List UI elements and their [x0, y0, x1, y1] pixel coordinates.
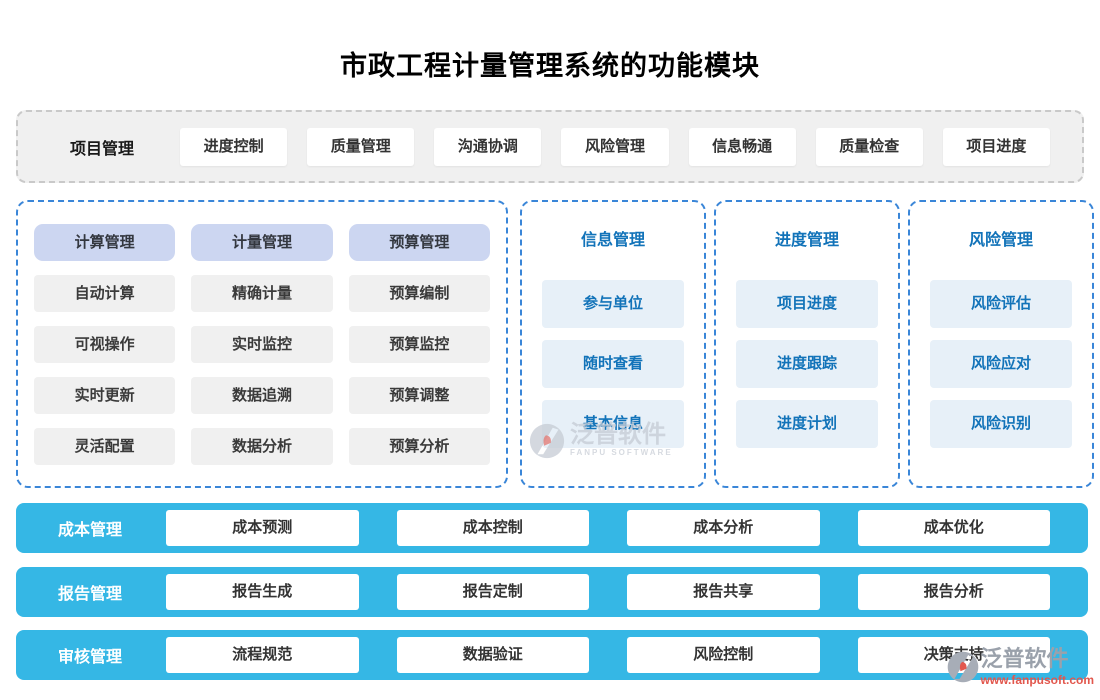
- bar-items: 报告生成 报告定制 报告共享 报告分析: [166, 574, 1050, 610]
- bar-item: 成本预测: [166, 510, 359, 546]
- band-label: 项目管理: [69, 140, 134, 158]
- bar-item: 决策支持: [857, 637, 1050, 673]
- panel-header: 信息管理: [580, 232, 645, 249]
- bar-label: 成本管理: [57, 522, 122, 539]
- bar-item: 成本优化: [857, 510, 1050, 546]
- panel-items: 项目进度 进度跟踪 进度计划: [716, 280, 898, 448]
- information-panel: 信息管理 参与单位 随时查看 基本信息: [520, 200, 706, 488]
- bar-item: 报告共享: [627, 574, 820, 610]
- matrix-item: 精确计量: [191, 275, 333, 312]
- matrix-item: 实时监控: [191, 326, 333, 363]
- matrix-item: 预算调整: [348, 377, 490, 414]
- audit-management-bar: 审核管理 流程规范 数据验证 风险控制 决策支持: [16, 630, 1088, 680]
- panel-header: 风险管理: [968, 232, 1033, 249]
- panel-item: 随时查看: [542, 340, 684, 388]
- panel-item: 进度跟踪: [736, 340, 878, 388]
- band-items: 进度控制 质量管理 沟通协调 风险管理 信息畅通 质量检查 项目进度: [180, 127, 1050, 166]
- risk-panel: 风险管理 风险评估 风险应对 风险识别: [908, 200, 1094, 488]
- matrix-item: 数据分析: [191, 428, 333, 465]
- band-item: 进度控制: [180, 127, 288, 166]
- band-item: 项目进度: [942, 127, 1050, 166]
- bar-item: 报告定制: [396, 574, 589, 610]
- bar-label: 报告管理: [57, 586, 122, 603]
- panel-items: 风险评估 风险应对 风险识别: [910, 280, 1092, 448]
- bar-item: 报告分析: [857, 574, 1050, 610]
- bar-item: 报告生成: [166, 574, 359, 610]
- bar-item: 成本分析: [627, 510, 820, 546]
- panel-item: 风险识别: [930, 400, 1072, 448]
- cost-management-bar: 成本管理 成本预测 成本控制 成本分析 成本优化: [16, 503, 1088, 553]
- project-management-band: 项目管理 进度控制 质量管理 沟通协调 风险管理 信息畅通 质量检查 项目进度: [16, 110, 1084, 183]
- matrix-item: 可视操作: [34, 326, 176, 363]
- matrix-item: 预算分析: [348, 428, 490, 465]
- report-management-bar: 报告管理 报告生成 报告定制 报告共享 报告分析: [16, 567, 1088, 617]
- bar-label: 审核管理: [57, 649, 122, 666]
- calc-measure-budget-panel: 计算管理 计量管理 预算管理 自动计算 精确计量 预算编制 可视操作 实时监控 …: [16, 200, 508, 488]
- column-header: 预算管理: [348, 224, 490, 261]
- band-item: 风险管理: [561, 127, 669, 166]
- panel-item: 项目进度: [736, 280, 878, 328]
- band-item: 沟通协调: [434, 127, 542, 166]
- matrix-item: 预算监控: [348, 326, 490, 363]
- band-item: 信息畅通: [688, 127, 796, 166]
- bar-item: 数据验证: [396, 637, 589, 673]
- panel-item: 风险评估: [930, 280, 1072, 328]
- panel-items: 参与单位 随时查看 基本信息: [522, 280, 704, 448]
- band-item: 质量检查: [815, 127, 923, 166]
- bar-items: 成本预测 成本控制 成本分析 成本优化: [166, 510, 1050, 546]
- bar-item: 流程规范: [166, 637, 359, 673]
- bar-items: 流程规范 数据验证 风险控制 决策支持: [166, 637, 1050, 673]
- matrix-item: 预算编制: [348, 275, 490, 312]
- page-title: 市政工程计量管理系统的功能模块: [340, 51, 760, 81]
- panel-item: 基本信息: [542, 400, 684, 448]
- matrix-item: 实时更新: [34, 377, 176, 414]
- panel-header: 进度管理: [774, 232, 839, 249]
- bar-item: 成本控制: [396, 510, 589, 546]
- matrix-item: 数据追溯: [191, 377, 333, 414]
- column-header: 计算管理: [34, 224, 176, 261]
- panel-item: 进度计划: [736, 400, 878, 448]
- panel-item: 参与单位: [542, 280, 684, 328]
- progress-panel: 进度管理 项目进度 进度跟踪 进度计划: [714, 200, 900, 488]
- bar-item: 风险控制: [627, 637, 820, 673]
- band-item: 质量管理: [307, 127, 415, 166]
- column-header: 计量管理: [191, 224, 333, 261]
- matrix-item: 灵活配置: [34, 428, 176, 465]
- matrix-grid: 计算管理 计量管理 预算管理 自动计算 精确计量 预算编制 可视操作 实时监控 …: [18, 202, 506, 465]
- matrix-item: 自动计算: [34, 275, 176, 312]
- panel-item: 风险应对: [930, 340, 1072, 388]
